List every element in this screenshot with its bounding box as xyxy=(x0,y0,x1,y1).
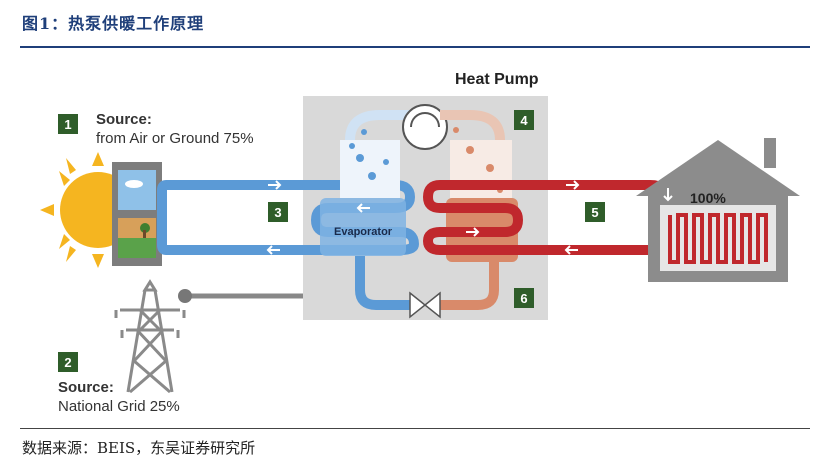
badge-2: 2 xyxy=(58,352,78,372)
flow-arrows xyxy=(171,180,673,255)
arrow-up-window xyxy=(171,210,181,228)
svg-text:3: 3 xyxy=(274,205,281,220)
badge-6: 6 xyxy=(514,288,534,308)
badge-4: 4 xyxy=(514,110,534,130)
evaporator xyxy=(320,198,406,256)
source1-detail: from Air or Ground 75% xyxy=(96,130,254,147)
arrow-down-house xyxy=(663,188,673,202)
source2-detail: National Grid 25% xyxy=(58,398,180,415)
badge-3: 3 xyxy=(268,202,288,222)
arrow-left-evaporator xyxy=(356,203,370,213)
heat-pump-label: Heat Pump xyxy=(455,71,539,88)
evaporator-label: Evaporator xyxy=(334,226,393,238)
expansion-loop xyxy=(355,256,499,310)
title-divider xyxy=(20,46,810,48)
svg-text:5: 5 xyxy=(591,205,598,220)
arrow-right-condenser xyxy=(466,227,480,237)
expansion-valve-icon xyxy=(409,291,441,319)
arrow-right-cold xyxy=(268,180,282,190)
svg-text:4: 4 xyxy=(520,113,528,128)
arrow-left-hot xyxy=(564,245,578,255)
source2-heading: Source: xyxy=(58,379,114,396)
badge-1: 1 xyxy=(58,114,78,134)
figure-title: 图1：热泵供暖工作原理 xyxy=(22,14,205,33)
house-output-label: 100% xyxy=(690,190,726,206)
compressor xyxy=(402,104,448,150)
badge-5: 5 xyxy=(585,202,605,222)
pylon-icon xyxy=(114,279,186,394)
source1-heading: Source: xyxy=(96,111,152,128)
cold-loop xyxy=(157,180,335,255)
source-note: 数据来源：BEIS，东吴证券研究所 xyxy=(22,439,256,457)
window-icon xyxy=(112,162,162,266)
arrow-left-cold xyxy=(266,245,280,255)
svg-text:1: 1 xyxy=(64,117,71,132)
arrow-right-hot xyxy=(566,180,580,190)
grid-connector xyxy=(178,289,192,303)
radiator-icon xyxy=(668,213,768,264)
evaporator-column xyxy=(340,110,410,198)
svg-text:2: 2 xyxy=(64,355,71,370)
source-divider xyxy=(20,428,810,429)
svg-text:6: 6 xyxy=(520,291,527,306)
evaporator-coil xyxy=(310,180,420,255)
